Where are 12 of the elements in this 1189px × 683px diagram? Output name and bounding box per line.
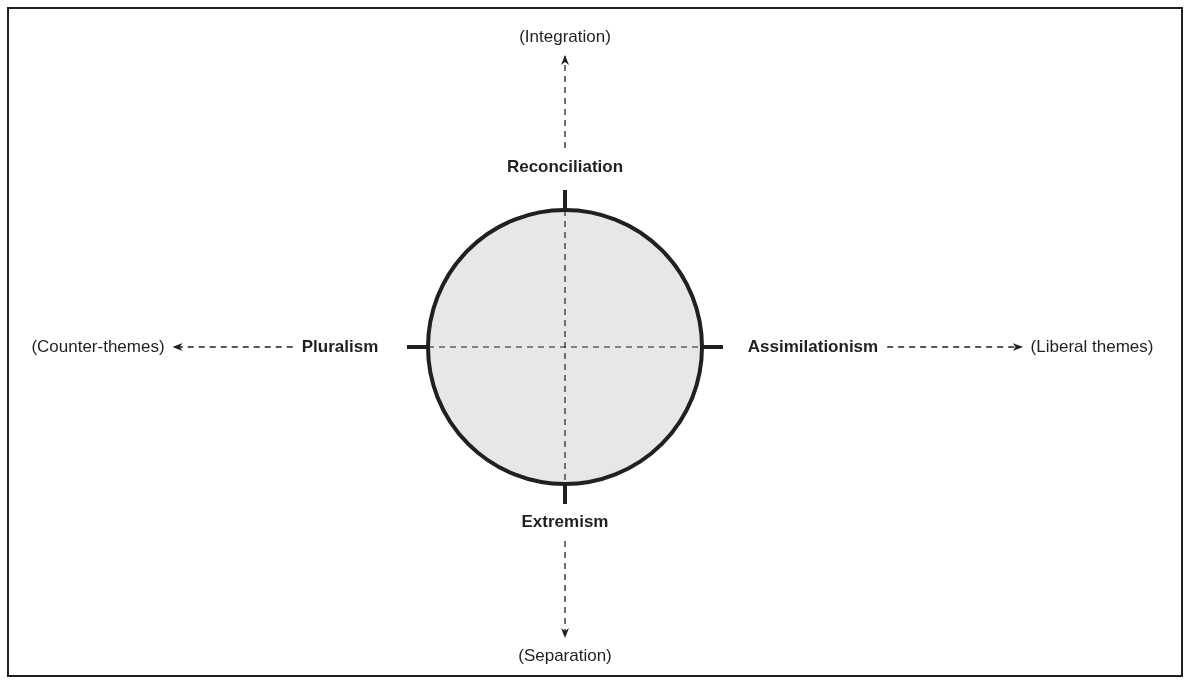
pole-label: (Separation) <box>518 646 612 666</box>
pole-label: (Liberal themes) <box>1030 337 1154 357</box>
axis-label: Assimilationism <box>747 337 879 357</box>
pole-label: (Integration) <box>519 27 611 47</box>
dashed-arrow <box>172 343 294 351</box>
pole-label: (Counter-themes) <box>31 337 165 357</box>
dashed-arrow <box>886 343 1023 351</box>
dashed-arrow <box>561 55 569 149</box>
axis-label: Extremism <box>521 512 609 532</box>
axis-label: Reconciliation <box>506 157 624 177</box>
dashed-arrow <box>561 540 569 638</box>
axis-label: Pluralism <box>301 337 379 357</box>
